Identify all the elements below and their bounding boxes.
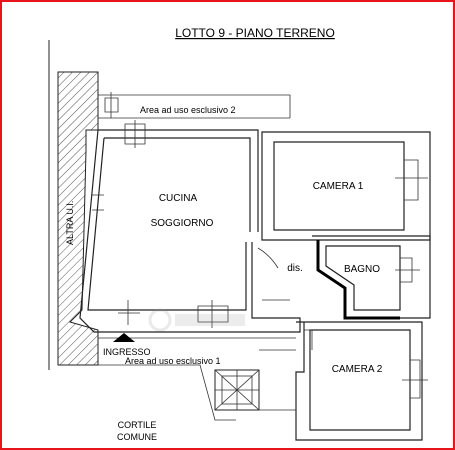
camera-2-window (402, 359, 428, 399)
area-2-boundary (98, 94, 291, 119)
camera-2-door (304, 329, 313, 350)
cucina-outer-wall (79, 129, 301, 333)
cucina-label: CUCINA (159, 193, 198, 204)
window-top (124, 120, 146, 148)
cortile-label: CORTILE (118, 420, 157, 430)
dis-label: dis. (287, 263, 303, 274)
entrance-arrow-icon (113, 333, 135, 342)
neighbor-unit-hatch (57, 71, 99, 366)
bagno-window (395, 257, 420, 283)
altra-ui-label: ALTRA U.I. (65, 201, 75, 245)
bagno-label: BAGNO (344, 264, 380, 275)
soggiorno-label: SOGGIORNO (151, 218, 214, 229)
stair-well-icon (214, 369, 260, 411)
window-bottom-right (197, 300, 229, 328)
camera-1-label: CAMERA 1 (313, 181, 364, 192)
bagno-inner-wall (325, 245, 401, 311)
area-2-label: Area ad uso esclusivo 2 (140, 105, 236, 115)
bagno-outer-wall (312, 235, 431, 319)
cucina-inner-wall (87, 137, 251, 311)
area-2-post (104, 92, 119, 118)
camera-2-inner-wall (309, 329, 411, 431)
area-1-boundary (98, 337, 296, 421)
camera-1-inner-wall (273, 141, 405, 231)
passage-wall (259, 349, 296, 411)
camera-2-outer-wall (295, 321, 423, 441)
dis-door-swing (257, 247, 290, 301)
camera-2-label: CAMERA 2 (332, 364, 383, 375)
ingresso-label: INGRESSO (103, 347, 151, 357)
window-bottom-left (118, 300, 140, 325)
watermark-logo-icon (148, 308, 245, 332)
comune-label: COMUNE (117, 432, 157, 442)
plan-title: LOTTO 9 - PIANO TERRENO (175, 26, 335, 40)
bagno-partition (316, 240, 400, 320)
camera-1-window (395, 159, 428, 201)
window-left (92, 194, 104, 211)
area-1-label: Area ad uso esclusivo 1 (125, 356, 221, 366)
